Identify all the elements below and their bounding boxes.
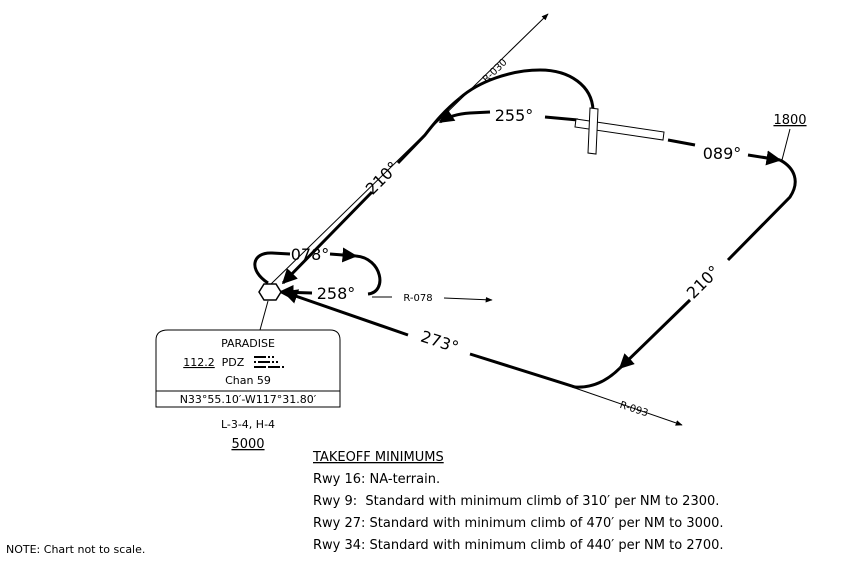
navaid-box: PARADISE 112.2 PDZ Chan 59 N33°55.10′-W1… bbox=[155, 329, 341, 408]
navaid-channel: Chan 59 bbox=[225, 374, 271, 387]
vor-symbol bbox=[258, 283, 282, 301]
track-right-turn bbox=[726, 158, 797, 262]
track-089-east bbox=[747, 150, 782, 166]
track-078 bbox=[329, 247, 358, 263]
navaid-coordinates: N33°55.10′-W117°31.80′ bbox=[180, 393, 317, 406]
scale-note: NOTE: Chart not to scale. bbox=[6, 543, 145, 556]
course-210-right-label: 210° bbox=[683, 262, 724, 303]
track-210-upper-b bbox=[281, 190, 374, 285]
track-hold-east-turn bbox=[355, 254, 382, 296]
morse-code-icon bbox=[254, 356, 284, 368]
navaid-charts: L-3-4, H-4 bbox=[221, 418, 275, 431]
course-078-label: 078° bbox=[291, 245, 330, 264]
track-climb-north bbox=[459, 68, 595, 111]
track-255-west bbox=[438, 108, 491, 124]
track-210-right bbox=[618, 298, 692, 370]
course-255-label: 255° bbox=[495, 106, 534, 125]
radial-093-label: R-093 bbox=[618, 400, 649, 420]
takeoff-line: Rwy 27: Standard with minimum climb of 4… bbox=[313, 516, 724, 531]
fix-altitude-label: 1800 bbox=[773, 113, 806, 128]
navaid-name: PARADISE bbox=[221, 337, 275, 350]
vor-leader bbox=[259, 300, 269, 331]
takeoff-line: Rwy 34: Standard with minimum climb of 4… bbox=[313, 538, 724, 553]
takeoff-heading: TAKEOFF MINIMUMS bbox=[312, 450, 444, 465]
runway-symbol bbox=[574, 107, 665, 155]
track-hold-loop bbox=[253, 251, 291, 285]
course-258-label: 258° bbox=[317, 284, 356, 303]
fix-altitude-leader bbox=[781, 128, 791, 161]
track-089 bbox=[667, 138, 696, 147]
track-210-upper bbox=[396, 96, 461, 165]
track-258 bbox=[278, 284, 313, 300]
course-210-upper-label: 210° bbox=[362, 158, 403, 199]
radial-078-label: R-078 bbox=[403, 293, 432, 304]
radial-093-line bbox=[571, 386, 683, 426]
radial-078-line-east bbox=[443, 296, 493, 303]
takeoff-line: Rwy 9: Standard with minimum climb of 31… bbox=[313, 494, 719, 509]
track-bottom-turn bbox=[469, 352, 622, 389]
takeoff-line: Rwy 16: NA-terrain. bbox=[313, 472, 440, 487]
track-255 bbox=[544, 115, 579, 122]
track-273 bbox=[282, 289, 409, 337]
course-273-label: 273° bbox=[418, 327, 461, 357]
navaid-ident: PDZ bbox=[222, 356, 245, 369]
navaid-frequency: 112.2 bbox=[183, 356, 215, 369]
course-089-label: 089° bbox=[703, 144, 742, 163]
navaid-altitude: 5000 bbox=[231, 437, 264, 452]
